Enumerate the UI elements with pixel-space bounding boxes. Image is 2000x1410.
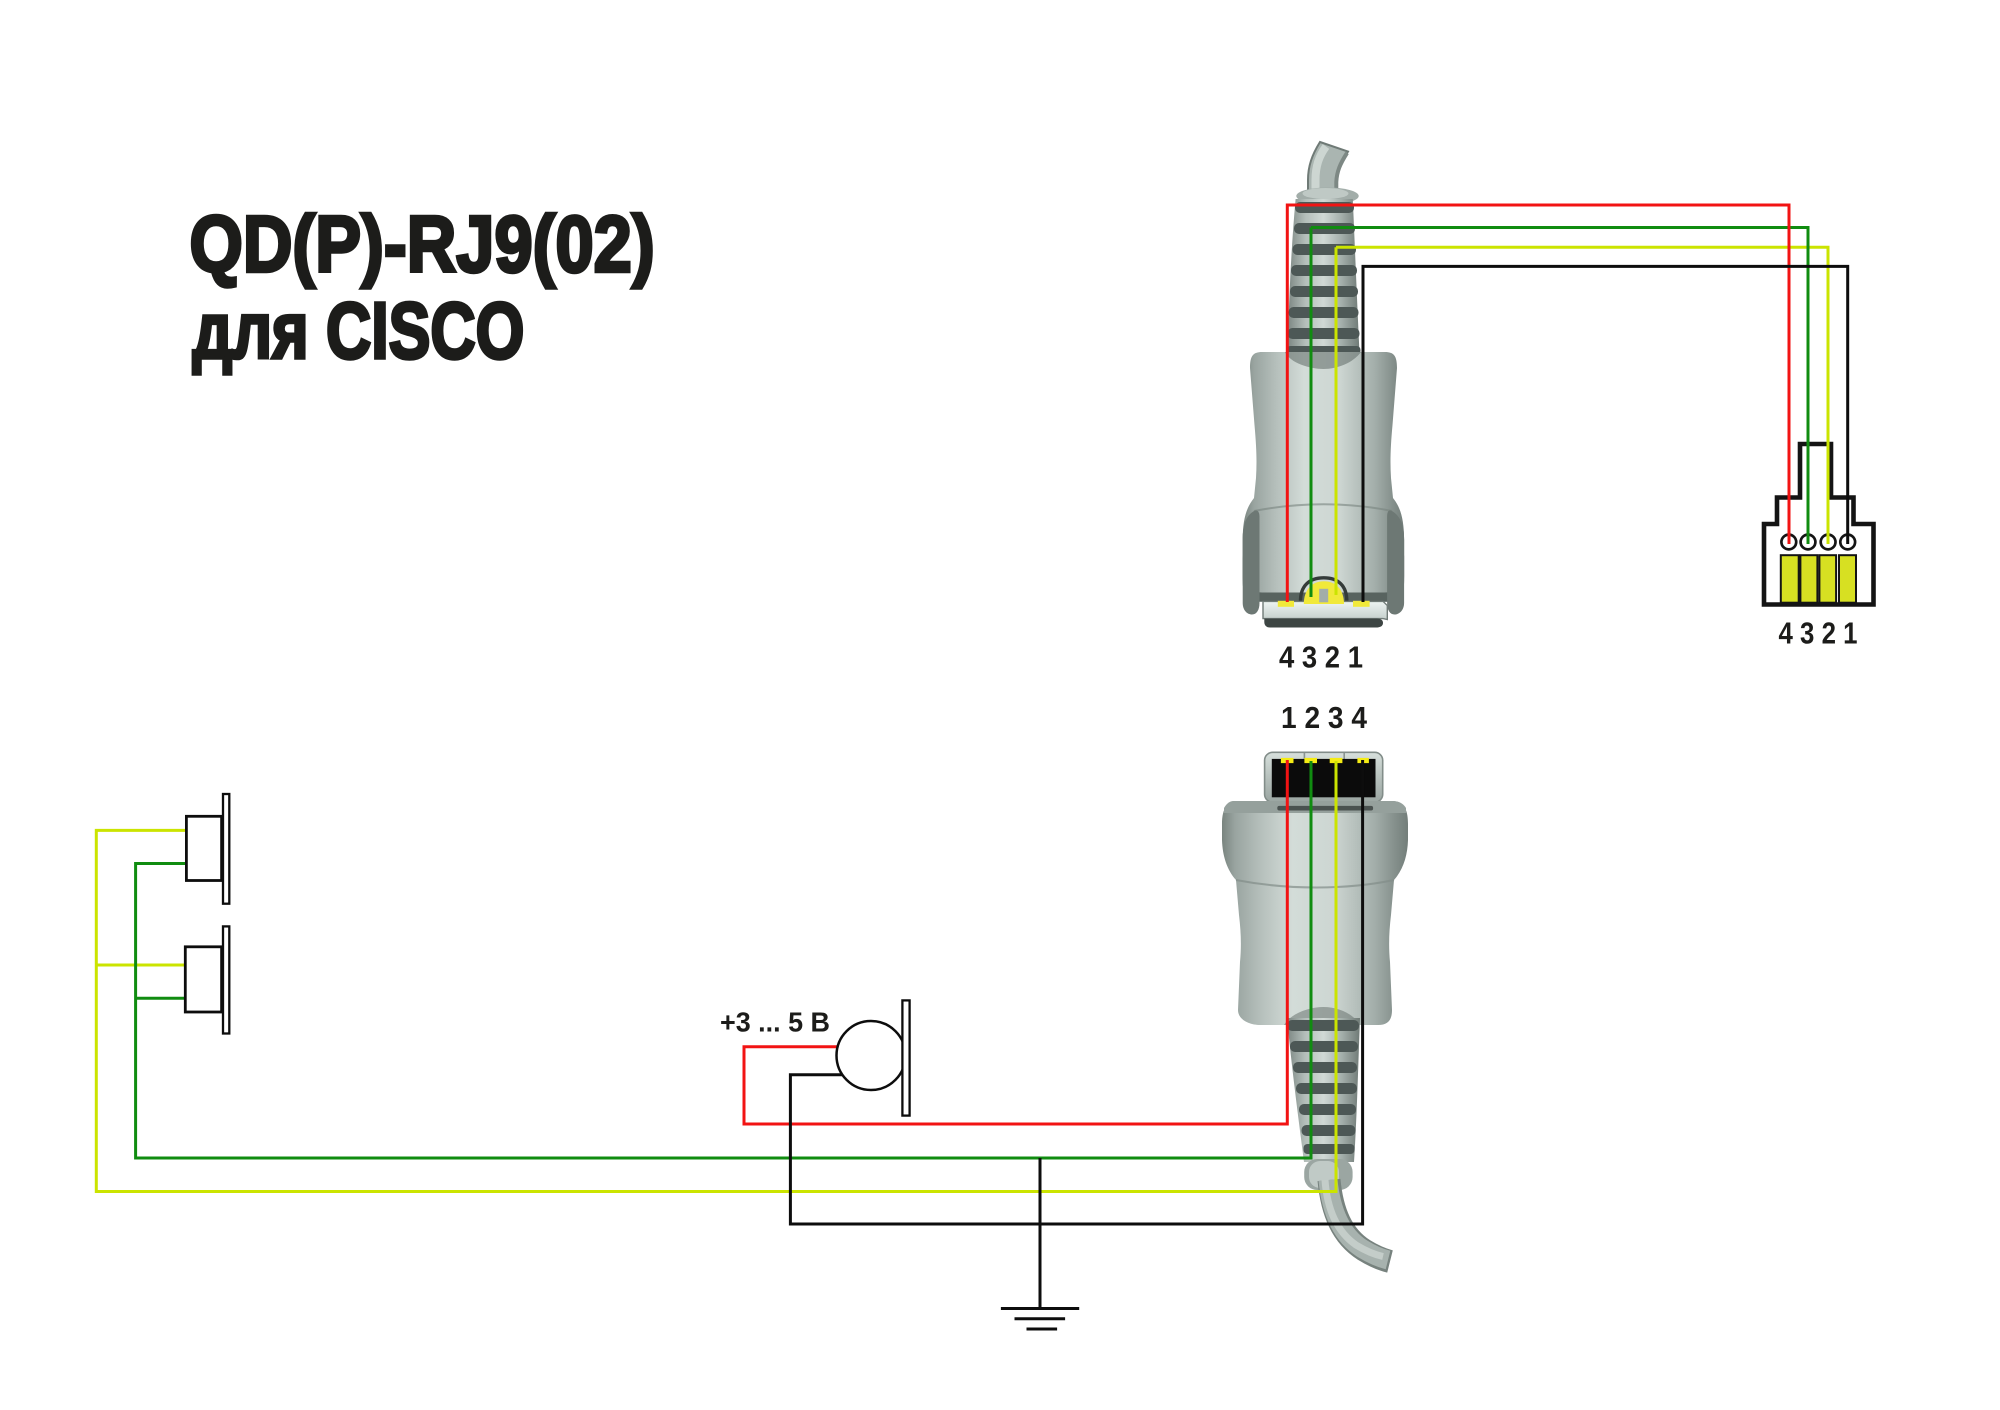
svg-text:для CISCO: для CISCO bbox=[193, 287, 525, 376]
svg-text:QD(P)-RJ9(02): QD(P)-RJ9(02) bbox=[190, 200, 655, 289]
svg-text:+3 ... 5 В: +3 ... 5 В bbox=[720, 1007, 830, 1038]
svg-text:4 3 2 1: 4 3 2 1 bbox=[1779, 616, 1858, 651]
svg-text:1 2 3 4: 1 2 3 4 bbox=[1281, 700, 1368, 735]
svg-text:4 3 2 1: 4 3 2 1 bbox=[1279, 640, 1363, 675]
